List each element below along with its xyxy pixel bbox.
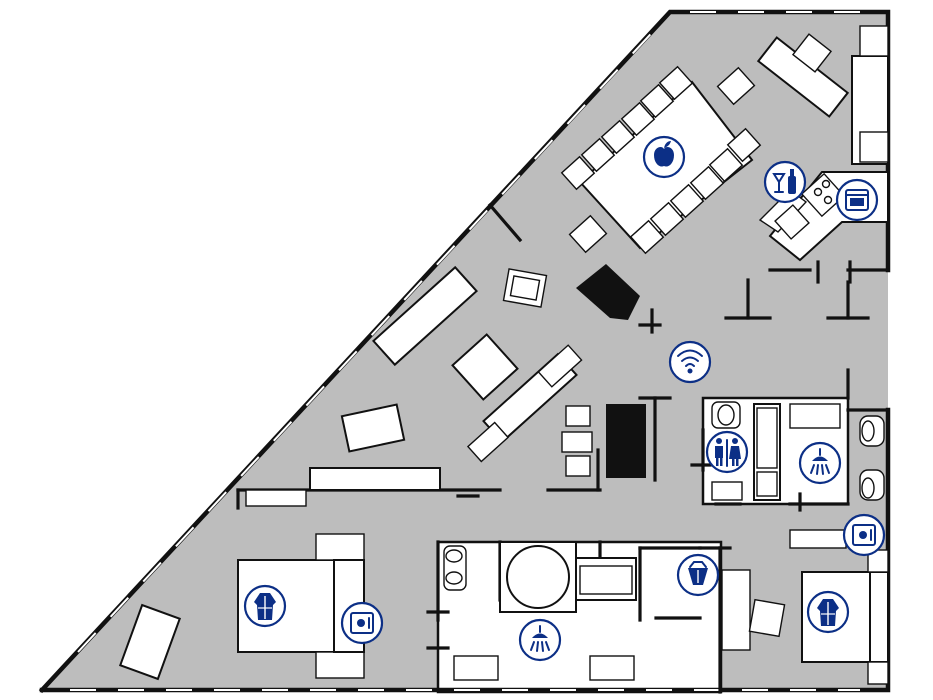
safe-icon <box>842 513 886 557</box>
oven-icon <box>835 178 879 222</box>
living-furniture <box>118 264 646 681</box>
dining-chairs <box>560 65 762 255</box>
bar-drinks-icon <box>763 160 807 204</box>
bathrobe-icon <box>243 584 287 628</box>
bathroom-top-fixtures <box>711 401 885 501</box>
ice-bucket-icon <box>676 553 720 597</box>
apple-minibar-icon <box>642 135 686 179</box>
bathroom-bottom-fixtures <box>443 541 637 681</box>
bathrobe-icon <box>806 590 850 634</box>
safe-icon <box>340 601 384 645</box>
console-table <box>756 25 889 165</box>
wifi-icon <box>668 340 712 384</box>
shower-icon <box>798 441 842 485</box>
shower-icon <box>518 618 562 662</box>
toilets-icon <box>705 430 749 474</box>
